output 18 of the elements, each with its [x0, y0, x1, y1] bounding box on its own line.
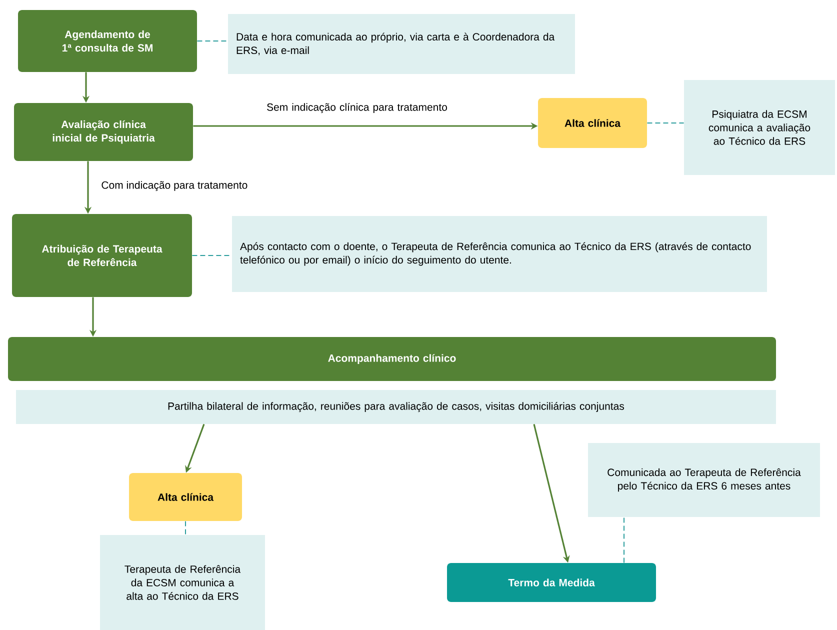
note-box: Após contacto com o doente, o Terapeuta de Referência comunica ao Técnico da ERS (através de contacto telefónico ou por email) o início do seguimento do utente.	[232, 216, 767, 292]
note-box: Terapeuta de Referência da ECSM comunica a alta ao Técnico da ERS	[100, 535, 265, 630]
edge-label: Sem indicação clínica para tratamento	[261, 102, 453, 114]
process-box: Atribuição de Terapeuta de Referência	[12, 214, 192, 297]
outcome-box: Alta clínica	[129, 473, 242, 521]
note-box: Comunicada ao Terapeuta de Referência pelo Técnico da ERS 6 meses antes	[588, 443, 820, 517]
note-box: Partilha bilateral de informação, reuniões para avaliação de casos, visitas domiciliárias conjuntas	[16, 390, 776, 424]
note-box: Data e hora comunicada ao próprio, via carta e à Coordenadora da ERS, via e-mail	[228, 14, 575, 74]
connector-line	[196, 40, 228, 42]
process-box: Avaliação clínica inicial de Psiquiatria	[14, 103, 193, 161]
outcome-box: Alta clínica	[538, 98, 647, 148]
process-box: Agendamento de 1ª consulta de SM	[18, 10, 197, 72]
edge-label: Com indicação para tratamento	[100, 180, 249, 192]
note-box: Psiquiatra da ECSM comunica a avaliação ao Técnico da ERS	[684, 80, 835, 175]
process-box: Acompanhamento clínico	[8, 337, 776, 381]
connector-line	[646, 122, 684, 124]
connector-line	[185, 520, 186, 536]
end-box: Termo da Medida	[447, 563, 656, 602]
